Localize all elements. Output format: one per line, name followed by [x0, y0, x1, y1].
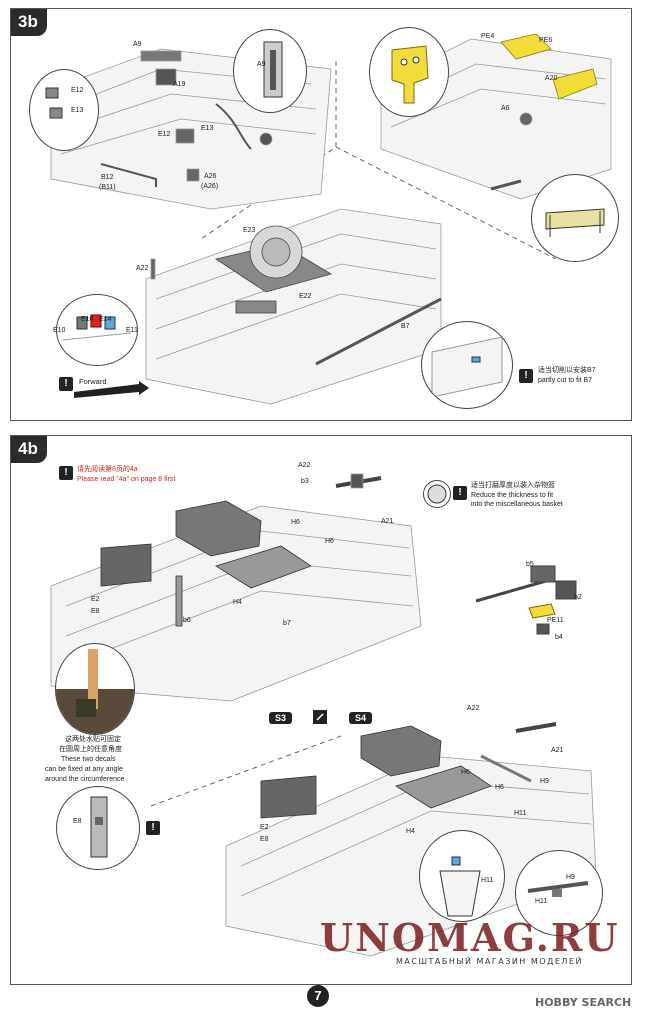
label-e2: E2 — [91, 596, 100, 603]
decal-note-en-1: These two decals — [61, 756, 116, 763]
forward-arrow — [74, 381, 149, 398]
label-e8-lower: E8 — [260, 836, 269, 843]
warning-icon: ! — [146, 821, 160, 835]
label-a19: A19 — [173, 81, 186, 88]
label-h11-callout-b: H11 — [535, 898, 548, 905]
label-a22: A22 — [136, 265, 149, 272]
label-a26: A26 — [204, 173, 217, 180]
label-e12: E12 — [71, 87, 84, 94]
page-number: 7 — [307, 985, 329, 1007]
label-b3: b3 — [301, 478, 309, 485]
label-e22: E22 — [299, 293, 312, 300]
warning-icon: ! — [453, 486, 467, 500]
note-b7-en: partly cut to fit B7 — [538, 377, 593, 384]
gun-assembly — [475, 565, 577, 635]
label-pe3: PE4 — [481, 33, 495, 40]
watermark-logo: UNOMAG.RU — [320, 915, 620, 960]
label-h6-b: H6 — [325, 538, 334, 545]
label-b4: b4 — [555, 634, 563, 641]
label-a9-callout: A9 — [257, 61, 266, 68]
label-e10-b: E10 — [53, 327, 66, 334]
callout-decal-antenna — [55, 643, 135, 735]
callout-e8 — [56, 786, 140, 870]
warning-4a-cn: 请先阅读第8页的4a — [77, 466, 138, 473]
step-4b-drawing — [50, 473, 597, 957]
callout-e10-e14 — [56, 294, 138, 366]
label-a22-lower: A22 — [467, 705, 480, 712]
label-a26-alt: (A26) — [201, 183, 219, 190]
label-pe6: A20 — [545, 75, 558, 82]
warning-icon: ! — [59, 466, 73, 480]
label-pe11: PE11 — [547, 617, 564, 624]
label-h6-lower: H6 — [461, 769, 470, 776]
step-3b-panel: 3b — [10, 8, 632, 421]
callout-a9 — [233, 29, 307, 113]
callout-pe-detail — [369, 27, 449, 117]
label-e10-a: E10 — [81, 316, 94, 323]
note-b7-cn: 适当切削以安装B7 — [538, 367, 596, 374]
label-b5: b5 — [526, 561, 534, 568]
watermark-subtitle: МАСШТАБНЫЙ МАГАЗИН МОДЕЛЕЙ — [396, 957, 583, 966]
label-h11: H11 — [514, 810, 527, 817]
label-h9-callout: H9 — [566, 874, 575, 881]
label-h6-lower-b: H6 — [495, 784, 504, 791]
label-b11: (B11) — [99, 184, 116, 191]
thickness-note-cn: 适当打磨厚度以装入杂物篮 — [471, 482, 555, 489]
label-b12: B12 — [101, 174, 114, 181]
decal-note-cn-1: 这两处水贴可固定 — [65, 736, 121, 743]
callout-a6-bracket — [531, 174, 619, 262]
label-h9: H9 — [540, 778, 549, 785]
label-e12-main: E12 — [158, 131, 171, 138]
callout-e12-e13 — [29, 69, 99, 151]
label-h4: H4 — [233, 599, 242, 606]
label-e23: E23 — [243, 227, 256, 234]
decal-note-en-2: can be fixed at any angle — [45, 766, 123, 773]
thickness-note-en-2: into the miscellaneous basket — [471, 501, 563, 508]
vehicle-lower — [225, 722, 597, 957]
label-b7: B7 — [401, 323, 410, 330]
label-a9: A9 — [133, 41, 142, 48]
label-h6: H6 — [291, 519, 300, 526]
label-a21: A21 — [381, 518, 394, 525]
hull-bottom — [145, 208, 442, 405]
label-e8-callout: E8 — [73, 818, 82, 825]
callout-b7-cut — [421, 321, 513, 409]
label-pe4: PE6 — [539, 37, 553, 44]
label-a20: A6 — [501, 105, 510, 112]
label-e13: E13 — [71, 107, 84, 114]
label-b6: b6 — [183, 617, 191, 624]
label-h4-lower: H4 — [406, 828, 415, 835]
label-e2-lower: E2 — [260, 824, 269, 831]
callout-h9 — [515, 850, 603, 936]
label-b7: b7 — [283, 620, 291, 627]
step-3b-tag: 3b — [11, 9, 47, 36]
warning-4a-en: Please read "4a" on page 8 first — [77, 476, 176, 483]
callout-h11 — [419, 830, 505, 922]
step-4b-panel: 4b — [10, 435, 632, 985]
thickness-note-en-1: Reduce the thickness to fit — [471, 492, 554, 499]
source-logo: HOBBY SEARCH — [535, 996, 632, 1009]
warning-icon: ! — [519, 369, 533, 383]
label-h11-callout: H11 — [481, 877, 494, 884]
forward-label: Forward — [79, 377, 107, 386]
step-4b-tag: 4b — [11, 436, 47, 463]
label-e11: E11 — [126, 327, 138, 334]
variant-s4: S4 — [349, 712, 373, 724]
variant-s3: S3 — [269, 712, 293, 724]
label-a21-lower: A21 — [551, 747, 564, 754]
label-a22: A22 — [298, 462, 311, 469]
decal-note-cn-2: 在圆周上的任意角度 — [59, 746, 122, 753]
decal-note-en-3: around the circumference — [45, 776, 125, 783]
label-e8: E8 — [91, 608, 100, 615]
label-e13-main: E13 — [201, 125, 214, 132]
warning-icon: ! — [59, 377, 73, 391]
divider-line — [150, 735, 342, 807]
label-e14: E14 — [99, 316, 112, 323]
basket-icon — [423, 480, 451, 508]
label-b2: b2 — [574, 594, 582, 601]
variant-arrow — [313, 710, 327, 724]
vehicle-upper — [50, 473, 422, 702]
